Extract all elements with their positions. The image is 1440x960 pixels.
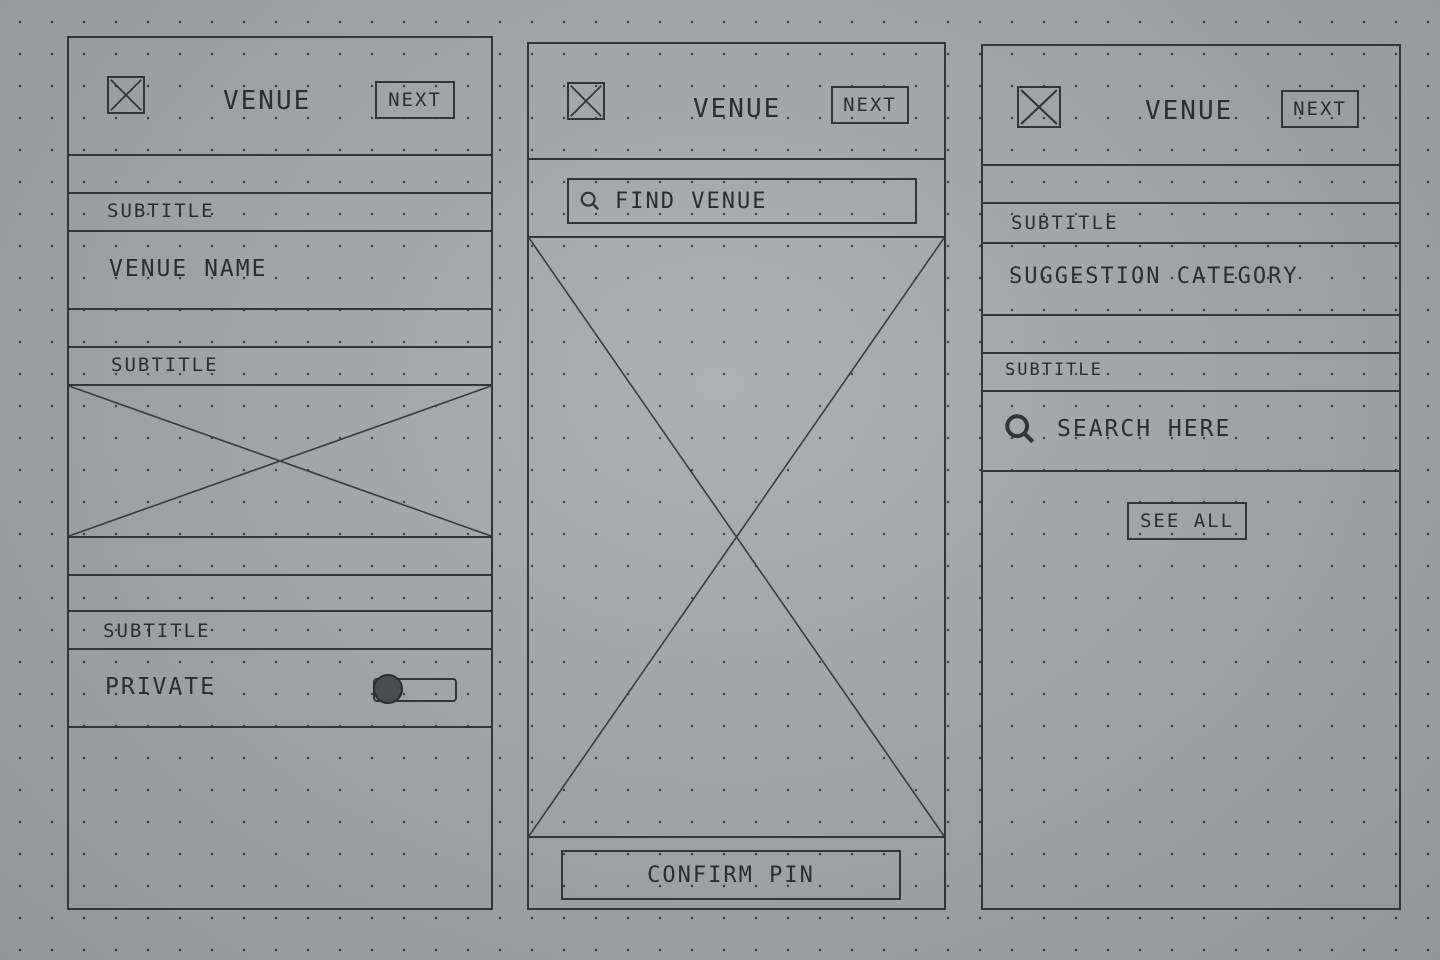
suggestion-category-value: SUGGESTION CATEGORY	[1009, 264, 1299, 289]
spacer	[69, 310, 491, 348]
section-subtitle: SUBTITLE	[69, 612, 491, 650]
find-venue-placeholder: FIND VENUE	[615, 188, 768, 214]
close-icon[interactable]	[107, 76, 145, 114]
header-bar: VENUE NEXT	[983, 46, 1399, 166]
image-placeholder-icon	[68, 385, 492, 537]
search-icon	[1005, 414, 1035, 444]
page-title: VENUE	[1145, 96, 1234, 126]
subtitle-label: SUBTITLE	[1005, 360, 1103, 380]
venue-name-field[interactable]: VENUE NAME	[69, 232, 491, 310]
toggle-knob	[373, 674, 403, 704]
header-bar: VENUE NEXT	[529, 44, 944, 160]
private-toggle-row: PRIVATE	[69, 650, 491, 728]
spacer	[69, 156, 491, 194]
image-placeholder[interactable]	[68, 385, 492, 538]
spacer	[983, 316, 1399, 354]
next-button[interactable]: NEXT	[831, 86, 909, 124]
subtitle-label: SUBTITLE	[111, 354, 219, 376]
search-here-field[interactable]: SEARCH HERE	[983, 392, 1399, 472]
search-icon	[580, 191, 600, 211]
subtitle-label: SUBTITLE	[107, 200, 215, 222]
close-icon[interactable]	[1017, 86, 1061, 128]
screen-venue-suggestions: VENUE NEXT SUBTITLE SUGGESTION CATEGORY …	[981, 44, 1401, 910]
find-venue-search[interactable]: FIND VENUE	[567, 178, 917, 224]
subtitle-label: SUBTITLE	[103, 620, 211, 642]
search-here-placeholder: SEARCH HERE	[1057, 416, 1232, 442]
private-label: PRIVATE	[105, 674, 216, 700]
venue-name-value: VENUE NAME	[109, 256, 268, 282]
header-bar: VENUE NEXT	[69, 38, 491, 156]
section-subtitle: SUBTITLE	[983, 354, 1399, 392]
section-subtitle: SUBTITLE	[69, 194, 491, 232]
close-icon[interactable]	[567, 82, 605, 120]
screen-venue-details: VENUE NEXT SUBTITLE VENUE NAME SUBTITLE …	[67, 36, 493, 910]
suggestion-category-field[interactable]: SUGGESTION CATEGORY	[983, 244, 1399, 316]
confirm-pin-button[interactable]: CONFIRM PIN	[561, 850, 901, 900]
subtitle-label: SUBTITLE	[1011, 212, 1119, 234]
section-subtitle: SUBTITLE	[983, 204, 1399, 244]
next-button[interactable]: NEXT	[375, 81, 455, 119]
see-all-button[interactable]: SEE ALL	[1127, 502, 1247, 540]
page-title: VENUE	[223, 86, 312, 116]
page-title: VENUE	[693, 94, 782, 124]
map-placeholder-icon	[528, 237, 945, 837]
spacer	[69, 538, 491, 576]
section-subtitle: SUBTITLE	[69, 348, 491, 386]
spacer	[983, 166, 1399, 204]
screen-venue-map: VENUE NEXT FIND VENUE CONFIRM PIN	[527, 42, 946, 910]
map-area[interactable]	[528, 236, 945, 838]
next-button[interactable]: NEXT	[1281, 90, 1359, 128]
spacer	[69, 576, 491, 612]
private-toggle[interactable]	[373, 674, 457, 704]
